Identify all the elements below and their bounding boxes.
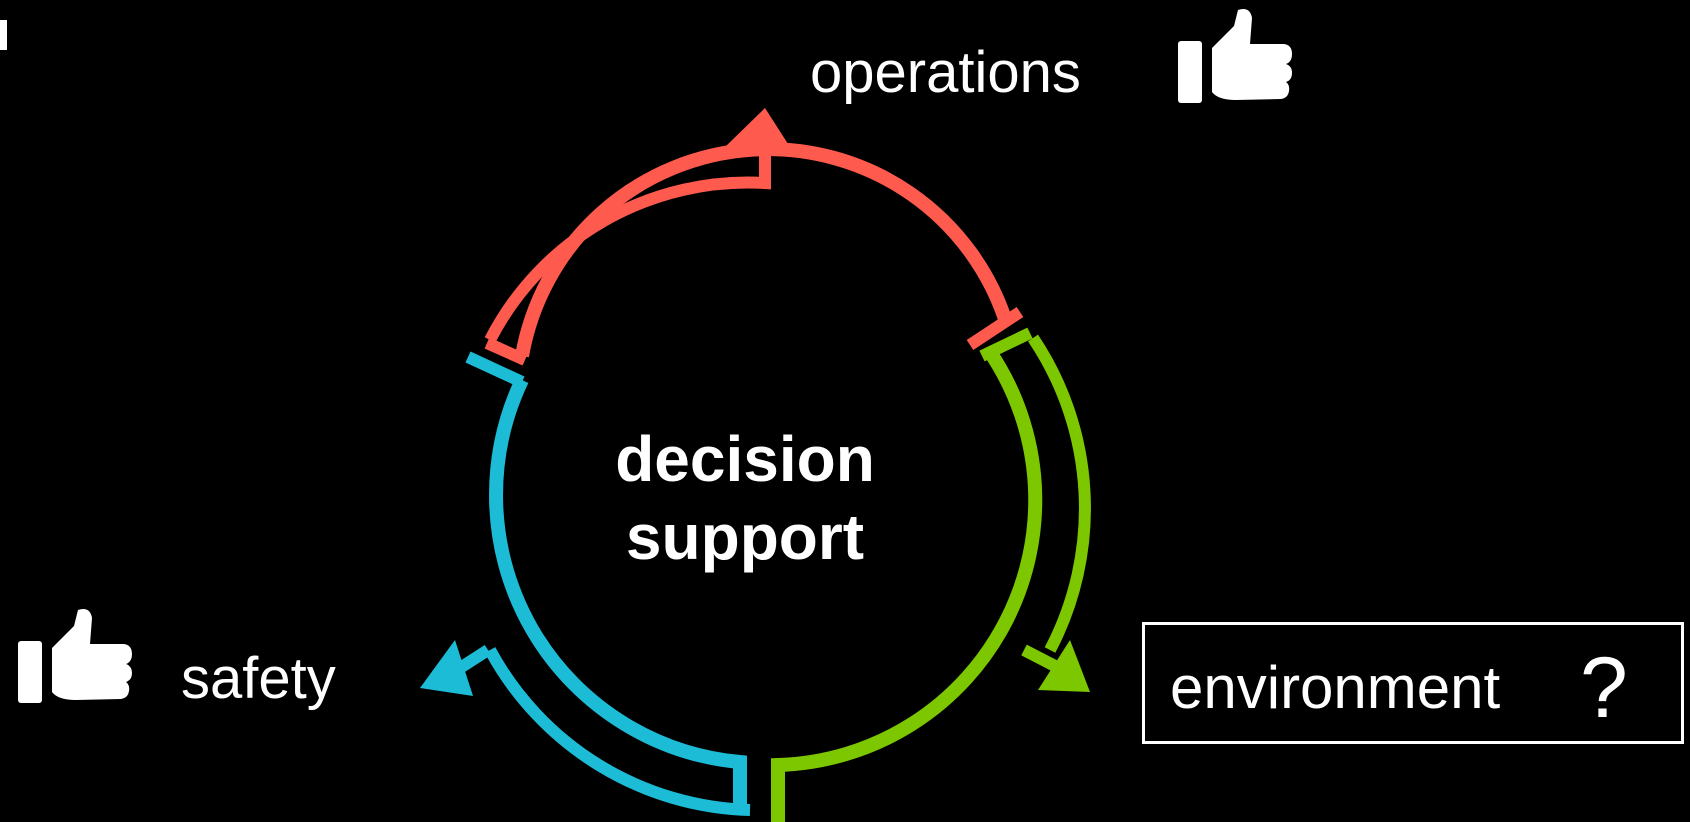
center-label: decision support [560, 420, 930, 576]
environment-inner-arc [771, 348, 1043, 822]
environment-cap [979, 327, 1033, 362]
environment-box [1142, 622, 1684, 744]
safety-tail [456, 644, 492, 674]
center-label-line2: support [625, 501, 865, 573]
environment-outer-arc [1028, 334, 1091, 653]
thumbs-up-icon [1178, 9, 1292, 103]
safety-arrow [420, 351, 751, 816]
operations-arrow [484, 108, 1024, 366]
environment-arrow [771, 327, 1091, 822]
operations-cap-left [484, 337, 528, 366]
question-mark: ? [1580, 640, 1628, 736]
operations-inner-arc [515, 142, 1014, 358]
operations-cap-right [966, 306, 1024, 351]
operations-label: operations [810, 40, 1081, 105]
environment-tail [1021, 644, 1058, 672]
corner-mark [0, 20, 7, 50]
thumbs-up-icon [18, 609, 132, 703]
safety-inner-arc [489, 377, 747, 810]
safety-outer-arc [484, 647, 751, 816]
operations-outer-arc [484, 145, 771, 343]
center-label-line1: decision [615, 423, 875, 495]
safety-label: safety [181, 646, 336, 711]
operations-arrowhead [725, 108, 790, 147]
environment-label: environment [1170, 654, 1501, 721]
safety-arrowhead [420, 640, 473, 696]
environment-arrowhead [1038, 640, 1090, 692]
safety-cap [465, 351, 525, 388]
